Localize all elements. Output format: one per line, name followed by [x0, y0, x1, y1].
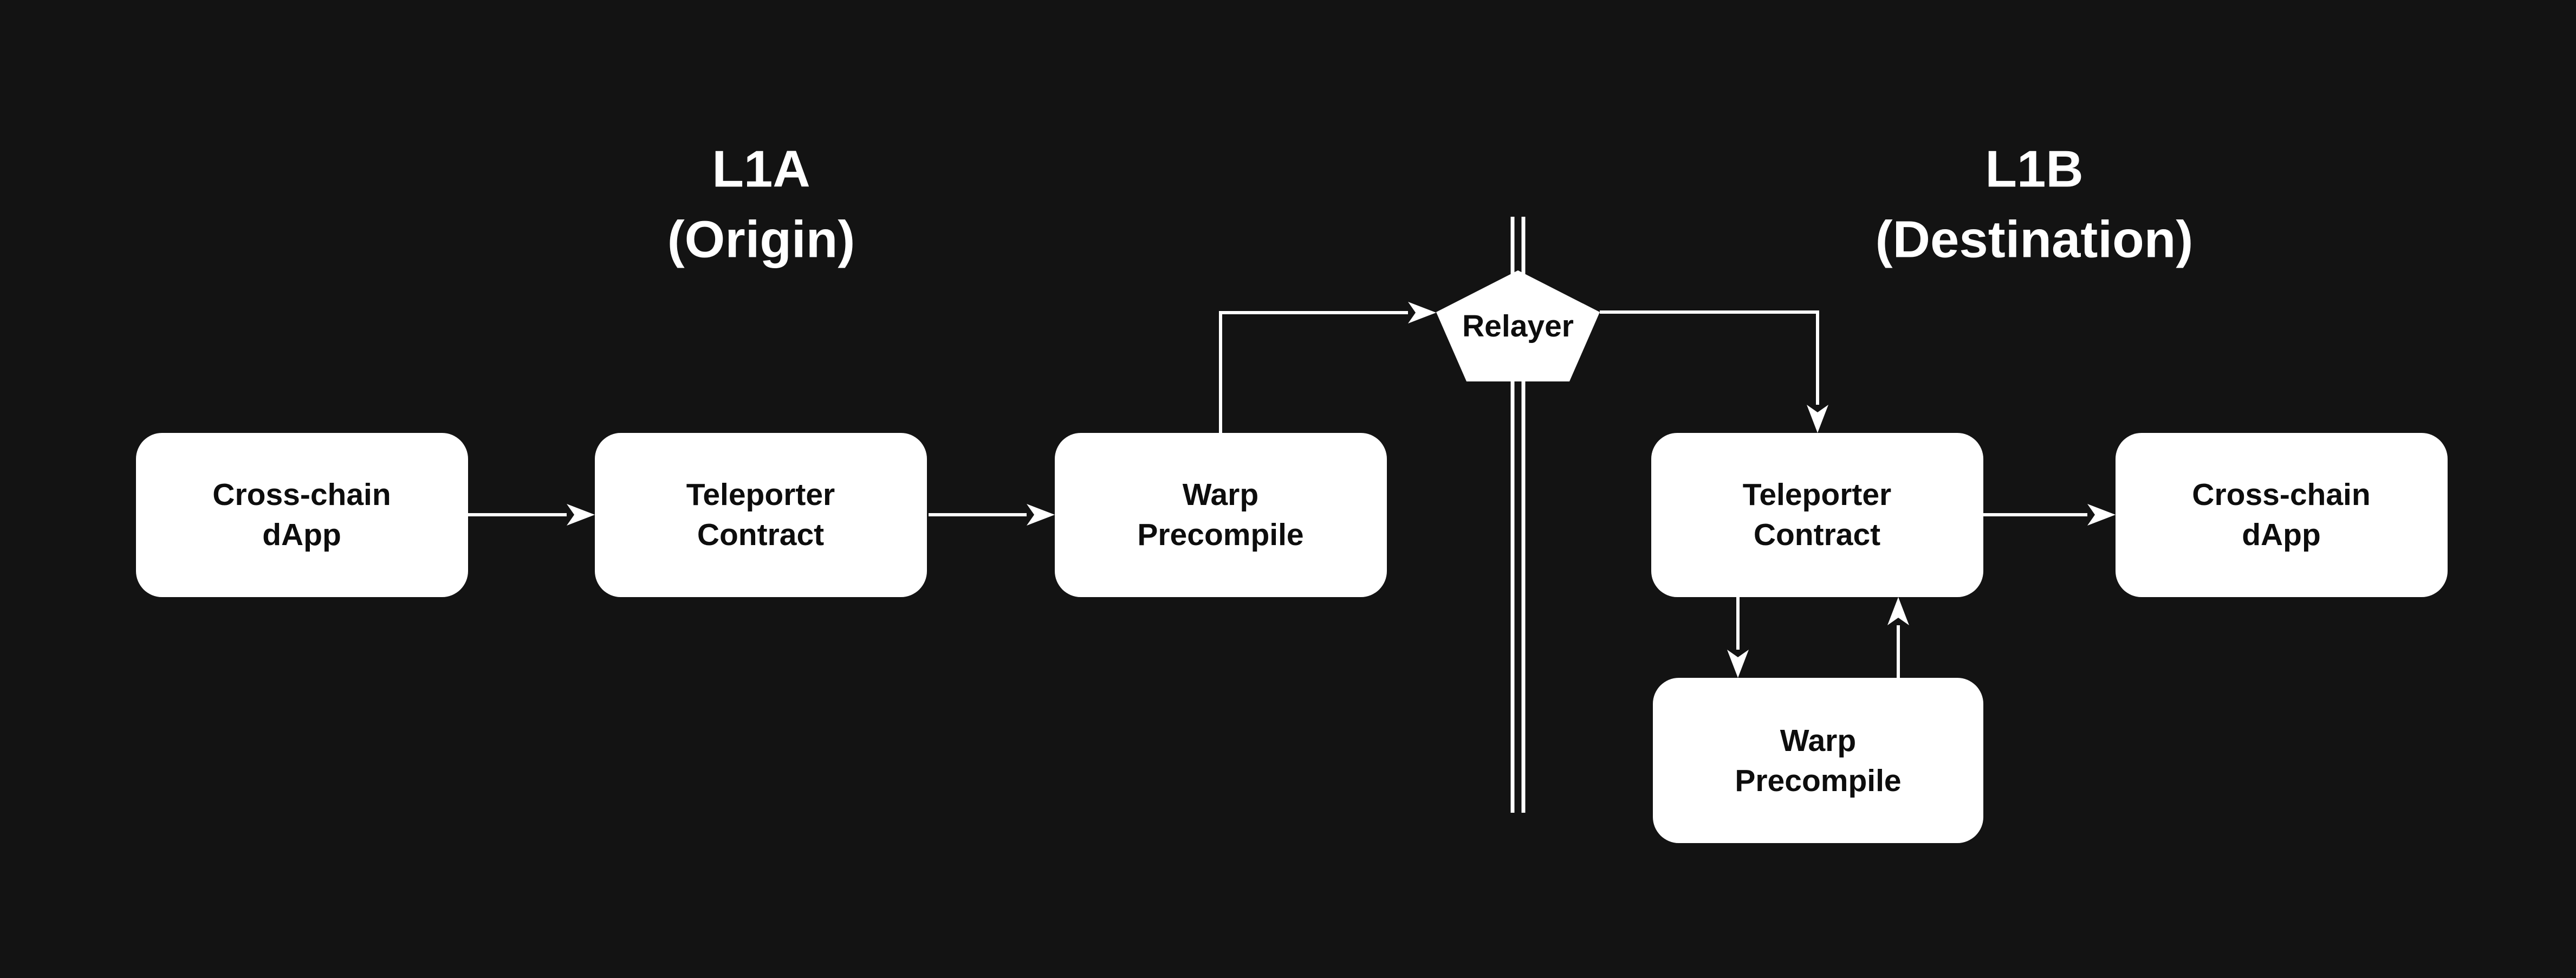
dest-teleporter-label-line1: Teleporter	[1743, 477, 1892, 512]
origin-dapp-label-line1: Cross-chain	[212, 477, 391, 512]
node-dest-teleporter: Teleporter Contract	[1651, 433, 1983, 597]
dest-warp-box	[1653, 678, 1983, 843]
connectors	[468, 302, 2116, 678]
origin-teleporter-box	[595, 433, 927, 597]
dest-teleporter-box	[1651, 433, 1983, 597]
relayer-pentagon-shape	[1436, 270, 1600, 381]
origin-title-line1: L1A	[712, 140, 810, 198]
origin-dapp-box	[136, 433, 468, 597]
connector-origin-warp-to-relayer	[1219, 302, 1436, 433]
node-dest-warp: Warp Precompile	[1653, 678, 1983, 843]
node-dest-dapp: Cross-chain dApp	[2116, 433, 2448, 597]
node-origin-dapp: Cross-chain dApp	[136, 433, 468, 597]
dest-dapp-label-line1: Cross-chain	[2192, 477, 2370, 512]
destination-title-line1: L1B	[1985, 140, 2083, 198]
origin-warp-box	[1055, 433, 1387, 597]
node-origin-teleporter: Teleporter Contract	[595, 433, 927, 597]
dest-dapp-label-line2: dApp	[2242, 517, 2321, 552]
origin-dapp-label-line2: dApp	[262, 517, 341, 552]
connector-relayer-to-dest-teleporter	[1600, 310, 1828, 433]
origin-warp-label-line1: Warp	[1183, 477, 1258, 512]
relayer-label: Relayer	[1462, 309, 1574, 344]
dest-dapp-box	[2116, 433, 2448, 597]
node-origin-warp: Warp Precompile	[1055, 433, 1387, 597]
origin-teleporter-label-line1: Teleporter	[686, 477, 835, 512]
dest-teleporter-label-line2: Contract	[1754, 517, 1880, 552]
dest-warp-label-line1: Warp	[1780, 723, 1856, 758]
chain-title-origin: L1A (Origin)	[667, 140, 855, 269]
origin-warp-label-line2: Precompile	[1137, 517, 1303, 552]
node-relayer: Relayer	[1436, 270, 1600, 381]
origin-teleporter-label-line2: Contract	[697, 517, 824, 552]
destination-title-line2: (Destination)	[1876, 211, 2194, 269]
chain-title-destination: L1B (Destination)	[1876, 140, 2194, 269]
origin-title-line2: (Origin)	[667, 211, 855, 269]
dest-warp-label-line2: Precompile	[1735, 763, 1901, 798]
